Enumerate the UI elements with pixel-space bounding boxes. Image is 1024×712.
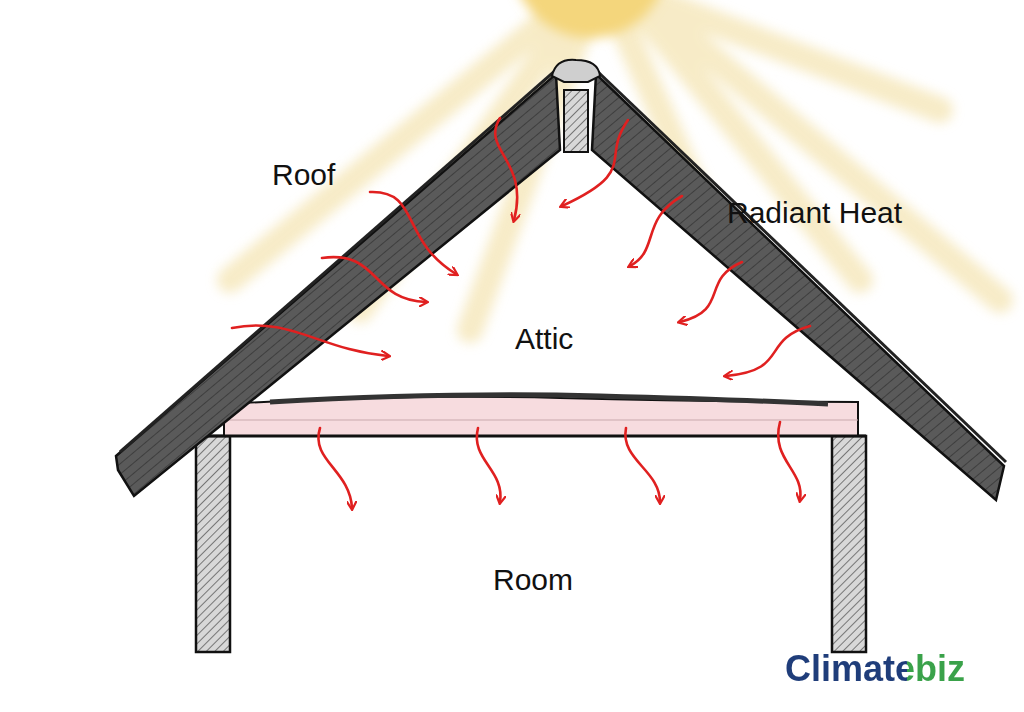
radiant-heat-label: Radiant Heat <box>727 196 902 229</box>
sun <box>512 0 668 38</box>
brand-logo: Climatebiz <box>785 648 965 689</box>
right-wall <box>832 436 866 652</box>
insulation-top <box>270 395 828 404</box>
roof-right <box>592 74 1004 500</box>
ceiling <box>196 435 866 438</box>
radiant-heat-label-box: Radiant Heat <box>727 196 902 230</box>
roof-label: Roof <box>272 158 335 191</box>
attic-label-box: Attic <box>515 322 573 356</box>
left-wall <box>196 436 230 652</box>
heat-arrows <box>232 118 810 508</box>
ridge-cap <box>552 60 600 82</box>
brand-logo-box: Climatebiz <box>785 648 965 690</box>
room-label: Room <box>493 563 573 596</box>
roof-left <box>116 74 560 496</box>
roof-label-box: Roof <box>272 158 335 192</box>
ridge-board <box>564 90 588 152</box>
attic-label: Attic <box>515 322 573 355</box>
room-label-box: Room <box>493 563 573 597</box>
